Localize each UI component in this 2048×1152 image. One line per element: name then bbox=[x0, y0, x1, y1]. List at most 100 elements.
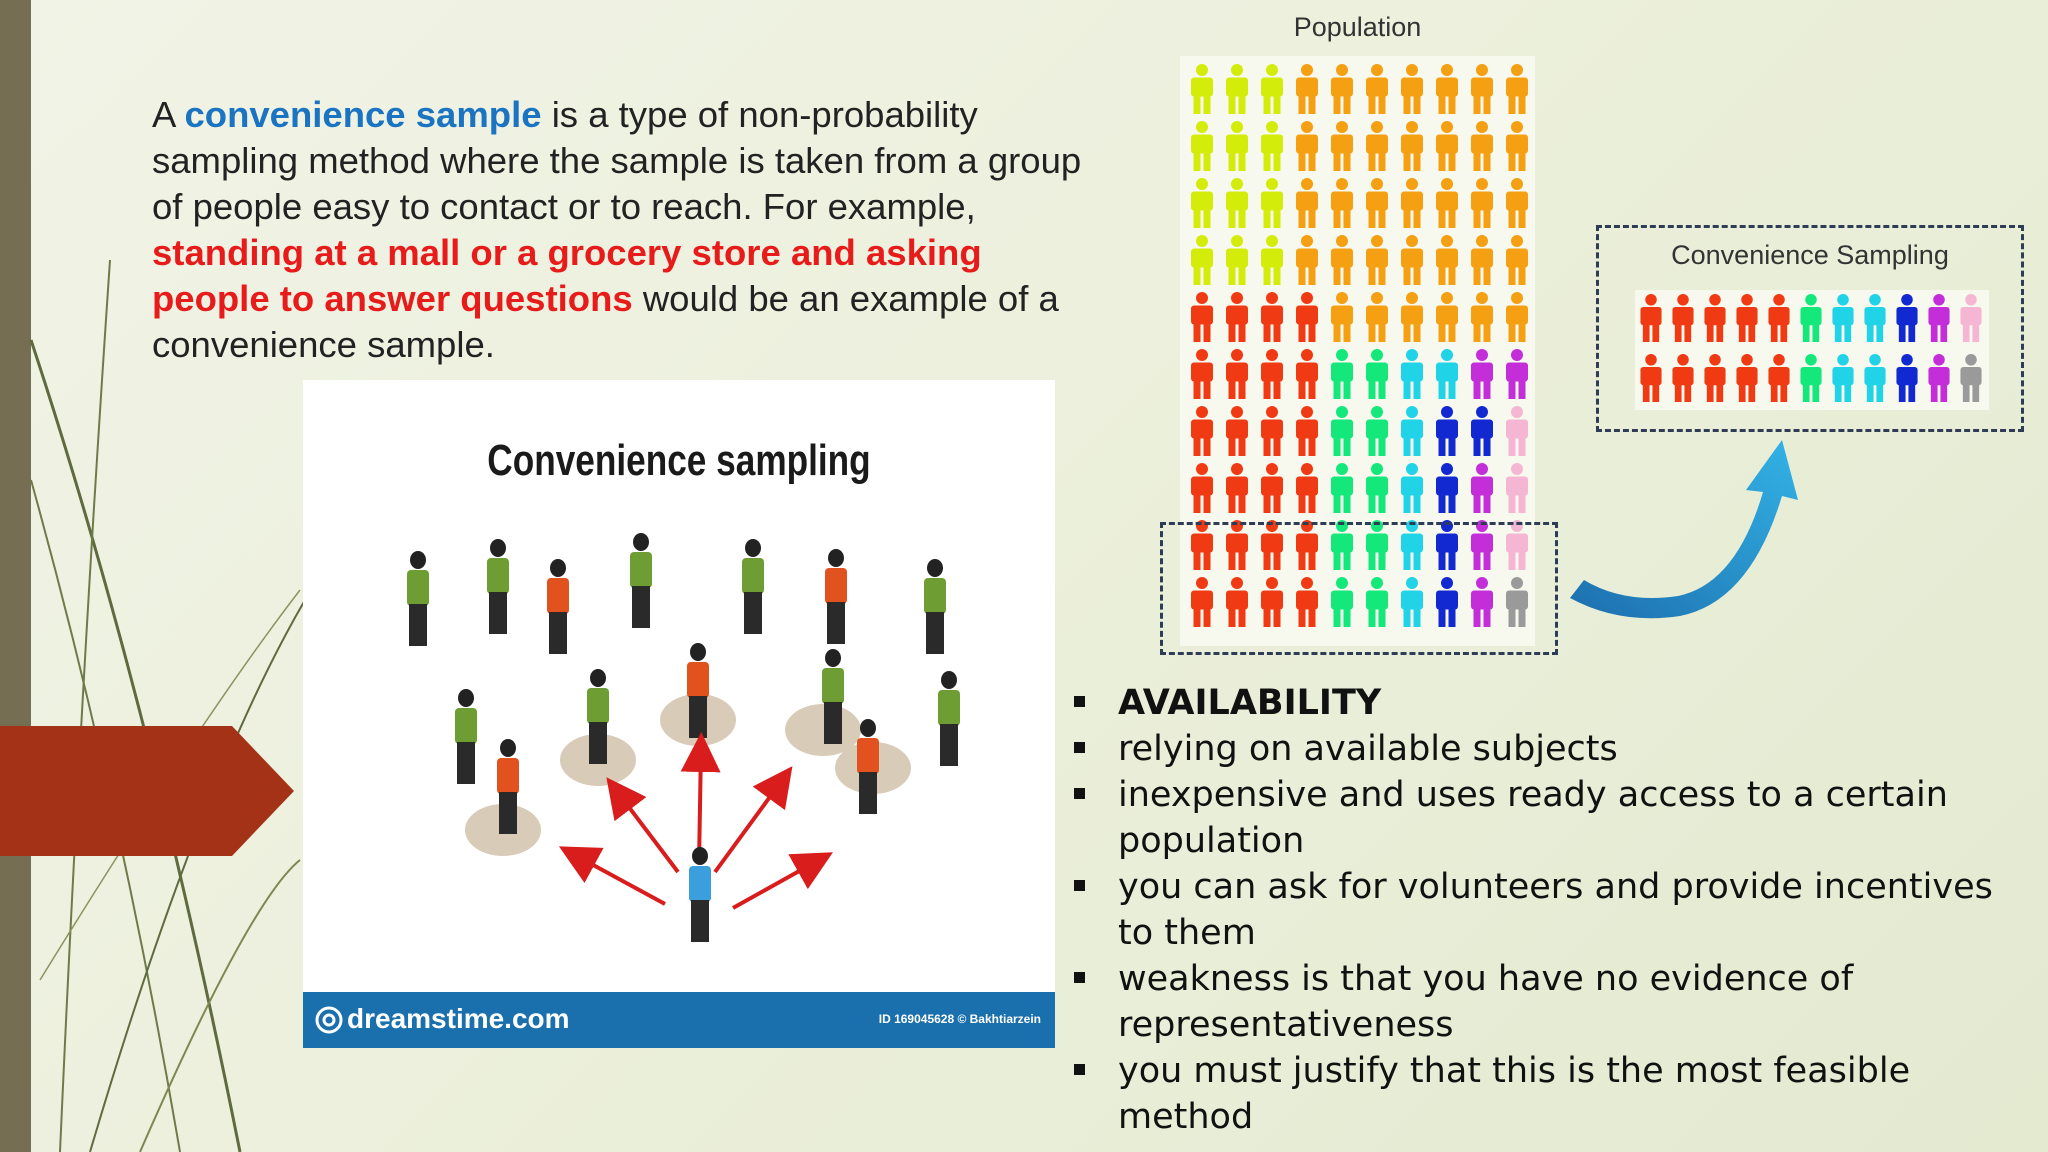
person-icon bbox=[497, 739, 519, 834]
person-icon bbox=[630, 533, 652, 628]
person-icon bbox=[1191, 64, 1213, 114]
person-icon bbox=[1296, 463, 1318, 513]
person-icon bbox=[1226, 349, 1248, 399]
person-icon bbox=[1191, 178, 1213, 228]
person-icon bbox=[1960, 354, 1982, 402]
person-icon bbox=[1436, 235, 1458, 285]
person-icon bbox=[1471, 121, 1493, 171]
para-part-3: would be an example of a convenience sam… bbox=[152, 278, 1059, 365]
person-icon bbox=[1191, 292, 1213, 342]
bullet-square-icon bbox=[1074, 1064, 1085, 1075]
bullet-item: inexpensive and uses ready access to a c… bbox=[1070, 772, 2030, 864]
person-icon bbox=[857, 719, 879, 814]
person-icon bbox=[1506, 292, 1528, 342]
person-icon bbox=[1191, 463, 1213, 513]
selection-arrow bbox=[713, 766, 793, 874]
bullet-item: relying on available subjects bbox=[1070, 726, 2030, 772]
person-icon bbox=[1471, 463, 1493, 513]
person-icon bbox=[1331, 406, 1353, 456]
person-icon bbox=[1331, 577, 1353, 627]
person-icon bbox=[1261, 292, 1283, 342]
person-icon bbox=[1191, 235, 1213, 285]
person-icon bbox=[1401, 235, 1423, 285]
person-icon bbox=[587, 669, 609, 764]
person-icon bbox=[1401, 178, 1423, 228]
person-icon bbox=[1296, 121, 1318, 171]
person-icon bbox=[1261, 235, 1283, 285]
person-icon bbox=[1864, 294, 1886, 342]
person-icon bbox=[1506, 235, 1528, 285]
person-icon bbox=[1401, 577, 1423, 627]
person-icon bbox=[1471, 406, 1493, 456]
illustration-title: Convenience sampling bbox=[487, 436, 871, 485]
person-icon bbox=[1768, 354, 1790, 402]
person-icon bbox=[1436, 406, 1458, 456]
person-icon bbox=[1471, 292, 1493, 342]
person-icon bbox=[455, 689, 477, 784]
person-icon bbox=[1226, 235, 1248, 285]
person-icon bbox=[1366, 577, 1388, 627]
person-icon bbox=[1436, 520, 1458, 570]
bullet-item: weakness is that you have no evidence of… bbox=[1070, 956, 2030, 1048]
person-icon bbox=[487, 539, 509, 634]
person-icon bbox=[1331, 349, 1353, 399]
person-icon bbox=[1640, 294, 1662, 342]
person-icon bbox=[1832, 294, 1854, 342]
person-icon bbox=[1471, 349, 1493, 399]
person-icon bbox=[1672, 354, 1694, 402]
sample-figures bbox=[1635, 290, 1989, 410]
person-icon bbox=[1401, 406, 1423, 456]
person-icon bbox=[1366, 463, 1388, 513]
person-icon bbox=[1331, 178, 1353, 228]
bullet-square-icon bbox=[1074, 972, 1085, 983]
person-icon bbox=[1704, 294, 1726, 342]
person-icon bbox=[1506, 121, 1528, 171]
bullet-text: inexpensive and uses ready access to a c… bbox=[1118, 775, 1948, 861]
bullet-item: AVAILABILITY bbox=[1070, 680, 2030, 726]
person-icon bbox=[1226, 64, 1248, 114]
person-icon bbox=[1261, 463, 1283, 513]
convenience-sampling-box: Convenience Sampling bbox=[1596, 225, 2024, 432]
person-icon bbox=[1896, 354, 1918, 402]
person-icon bbox=[1704, 354, 1726, 402]
person-icon bbox=[1191, 577, 1213, 627]
bullet-text: AVAILABILITY bbox=[1118, 683, 1382, 723]
person-icon bbox=[1506, 64, 1528, 114]
example-emphasis: standing at a mall or a grocery store an… bbox=[152, 232, 982, 319]
convenience-sampling-illustration: Convenience sampling dreamstime.com ID 1… bbox=[303, 380, 1055, 1048]
person-icon bbox=[1366, 292, 1388, 342]
person-icon bbox=[1506, 577, 1528, 627]
person-icon bbox=[1226, 406, 1248, 456]
selection-arrow bbox=[558, 846, 666, 906]
person-icon bbox=[1436, 121, 1458, 171]
person-icon bbox=[1401, 292, 1423, 342]
term-convenience-sample: convenience sample bbox=[184, 94, 542, 135]
left-side-bar bbox=[0, 0, 31, 1152]
person-icon bbox=[1366, 520, 1388, 570]
bullet-item: you must justify that this is the most f… bbox=[1070, 1048, 2030, 1140]
person-icon bbox=[1366, 349, 1388, 399]
footer-brand: dreamstime.com bbox=[347, 1003, 570, 1034]
person-icon bbox=[1191, 406, 1213, 456]
bullet-item: you can ask for volunteers and provide i… bbox=[1070, 864, 2030, 956]
person-icon bbox=[1736, 354, 1758, 402]
person-icon bbox=[1640, 354, 1662, 402]
person-icon bbox=[687, 643, 709, 738]
person-icon bbox=[1471, 235, 1493, 285]
person-icon bbox=[1506, 463, 1528, 513]
person-icon bbox=[1296, 64, 1318, 114]
person-icon bbox=[1928, 294, 1950, 342]
bullet-text: you must justify that this is the most f… bbox=[1118, 1051, 1911, 1137]
bullet-square-icon bbox=[1074, 880, 1085, 891]
person-icon bbox=[1471, 577, 1493, 627]
bullet-square-icon bbox=[1074, 742, 1085, 753]
person-icon bbox=[825, 549, 847, 644]
person-icon bbox=[1436, 463, 1458, 513]
person-icon bbox=[1296, 235, 1318, 285]
person-icon bbox=[1331, 292, 1353, 342]
person-icon bbox=[689, 847, 711, 942]
person-icon bbox=[1832, 354, 1854, 402]
person-icon bbox=[1864, 354, 1886, 402]
person-icon bbox=[1366, 178, 1388, 228]
